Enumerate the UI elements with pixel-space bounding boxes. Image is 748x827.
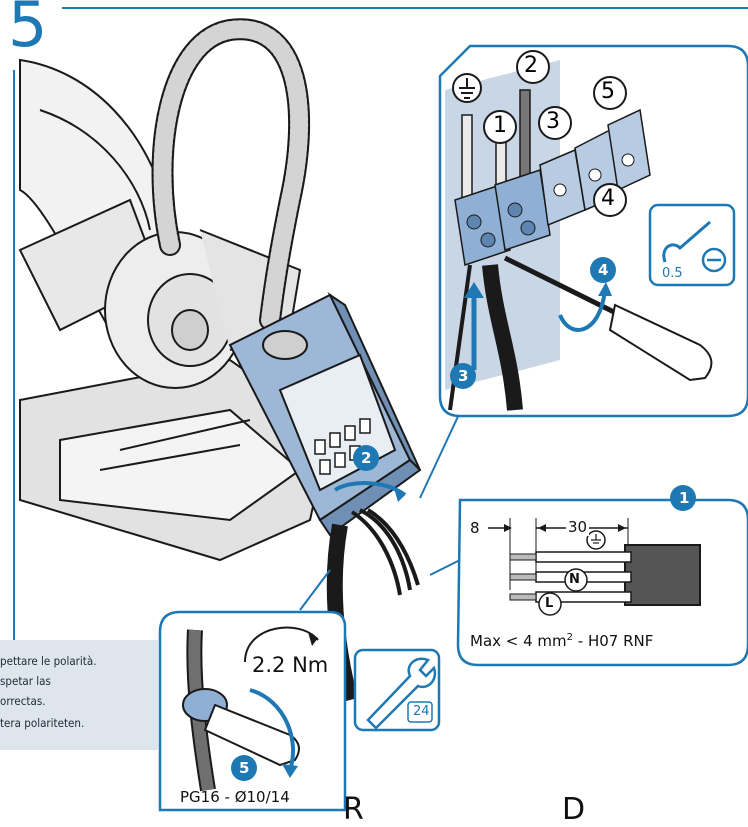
gland-spec: PG16 - Ø10/14 (180, 788, 290, 806)
terminal-number-labels (452, 50, 627, 217)
callout-connector-gland (299, 569, 331, 611)
terminal-panel (438, 44, 748, 418)
bottom-heading-partial-2: D (562, 792, 586, 827)
step-badge-3: 3 (458, 367, 469, 385)
terminal-label-4: 4 (601, 186, 615, 211)
terminal-label-1: 1 (493, 113, 507, 138)
wrench-tool-icon (353, 648, 441, 732)
note-line-3: orrectas. (0, 694, 46, 708)
terminal-label-5: 5 (601, 79, 615, 104)
screwdriver-size: 0.5 (662, 266, 683, 281)
wrench-size: 24 (413, 704, 430, 719)
step-badges (231, 257, 696, 781)
step-badge-1: 1 (679, 489, 690, 507)
screwdriver-tool-icon (648, 203, 736, 287)
flexible-conduit (151, 18, 311, 331)
mount-bracket (19, 358, 332, 562)
dim-sheath-length: 30 (566, 518, 590, 536)
polarity-note: pettare le polarità. spetar las orrectas… (0, 640, 158, 750)
step-badge-4: 4 (598, 261, 609, 279)
terminal-label-2: 2 (524, 53, 538, 78)
note-line-2: spetar las (0, 674, 51, 688)
wire-label-n: N (569, 572, 580, 587)
cable-prep-panel (456, 498, 748, 667)
terminal-label-3: 3 (546, 109, 560, 134)
cable-spec: Max < 4 mm2 - H07 RNF (470, 632, 654, 650)
note-line-1: pettare le polarità. (0, 654, 97, 668)
wire-label-l: L (545, 596, 554, 611)
dim-strip-length: 8 (470, 519, 480, 537)
step-number: 5 (8, 0, 48, 61)
callout-connector-cable (429, 559, 461, 576)
bottom-heading-partial-1: R (343, 792, 364, 827)
rotate-arrow-2-head (394, 488, 405, 502)
torque-value: 2.2 Nm (252, 653, 329, 677)
step-badge-2: 2 (361, 449, 372, 467)
gland-panel (158, 610, 347, 812)
step-badge-5: 5 (239, 759, 250, 777)
note-line-4: tera polariteten. (0, 716, 85, 730)
